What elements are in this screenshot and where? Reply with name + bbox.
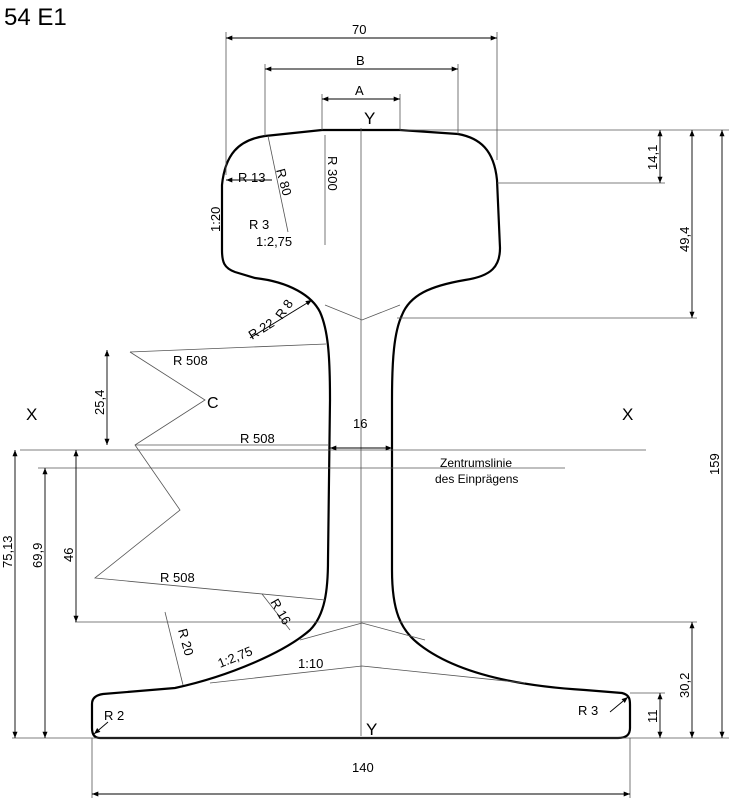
head-height-label: 49,4 — [677, 227, 692, 252]
foot-width-label: 140 — [352, 760, 374, 775]
foot-height-label: 30,2 — [677, 673, 692, 698]
emboss-note-line-1: Zentrumslinie — [440, 456, 512, 470]
head-side-slope-label: 1:20 — [208, 207, 223, 232]
r300-label: R 300 — [325, 156, 340, 191]
foot-center-slope-label: 1:10 — [298, 656, 323, 671]
a-label: A — [355, 83, 364, 98]
r3-foot-arrow — [609, 696, 629, 713]
head-underside-slope-lines — [324, 304, 401, 321]
radius-construction-zigzag — [93, 351, 326, 601]
r80-label: R 80 — [273, 167, 295, 197]
total-height-label: 159 — [707, 453, 722, 475]
r22-label: R 22 — [246, 315, 277, 342]
lower-offset-label: 46 — [61, 548, 76, 562]
r2-label: R 2 — [104, 708, 124, 723]
center-point-label: C — [207, 395, 219, 412]
r3-head-label: R 3 — [249, 217, 269, 232]
r3-foot-label: R 3 — [578, 703, 598, 718]
emboss-note-line-2: des Einprägens — [435, 472, 518, 486]
web-thickness-label: 16 — [353, 416, 367, 431]
r508-upper-line — [129, 343, 327, 353]
y-axis-top-label: Y — [364, 109, 375, 128]
r508-lower-label: R 508 — [160, 570, 195, 585]
r508-mid-label: R 508 — [240, 431, 275, 446]
foot-top-slope-lines — [299, 622, 426, 641]
rail-outline — [90, 128, 632, 740]
r13-label: R 13 — [238, 170, 265, 185]
x-axis-left-label: X — [26, 405, 37, 424]
r20-label: R 20 — [175, 627, 197, 657]
x-axis-right-label: X — [622, 405, 633, 424]
r20-line — [164, 611, 184, 686]
r80-line — [267, 135, 289, 233]
upper-offset-label: 25,4 — [92, 390, 107, 415]
drawing-title: 54 E1 — [4, 4, 67, 31]
r508-upper-label: R 508 — [173, 353, 208, 368]
head-top-thickness-label: 14,1 — [645, 145, 660, 170]
r16-line — [261, 593, 291, 631]
b-label: B — [356, 53, 365, 68]
foot-center-slope-lines — [209, 665, 526, 684]
emboss-height-label: 69,9 — [30, 543, 45, 568]
foot-edge-label: 11 — [645, 710, 660, 724]
r16-label: R 16 — [267, 596, 294, 627]
y-axis-bottom-label: Y — [366, 720, 377, 739]
r8-label: R 8 — [272, 297, 296, 322]
r2-arrow — [93, 721, 109, 735]
head-underside-slope-label: 1:2,75 — [256, 234, 292, 249]
r22-arrow — [249, 299, 313, 339]
head-width-label: 70 — [352, 22, 366, 37]
foot-top-slope-label: 1:2,75 — [216, 643, 255, 670]
centroid-height-label: 75,13 — [0, 535, 15, 568]
